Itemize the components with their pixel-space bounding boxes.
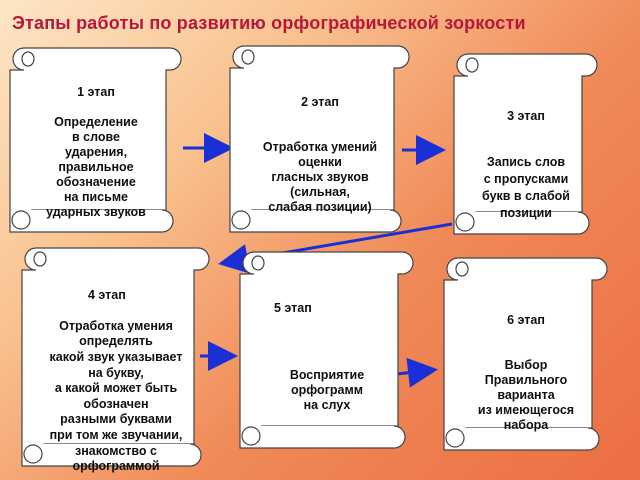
stage-6-scroll: 6 этап Выбор Правильного варианта из име… [436,254,616,454]
stage-3-content: 3 этап Запись слов с пропусками букв в с… [458,94,594,222]
arrow-5-to-6 [396,357,438,388]
stage-1-text: Определение в слове ударения, правильное… [46,115,146,219]
stage-4-label: 4 этап [88,287,126,302]
stage-6-label: 6 этап [507,313,545,327]
scroll-shape [453,53,598,235]
page-title: Этапы работы по развитию орфографической… [12,13,526,33]
stage-1-label: 1 этап [77,85,115,99]
scroll-shape [229,45,410,233]
stage-5-content: 5 этап Восприятие орфограмм на слух [244,286,410,413]
stage-4-content: 4 этап Отработка умения определять какой… [18,272,214,475]
scroll-shape [239,251,414,449]
stage-4-scroll: 4 этап Отработка умения определять какой… [14,244,218,473]
stage-3-scroll: 3 этап Запись слов с пропусками букв в с… [446,50,606,238]
stage-5-text: Восприятие орфограмм на слух [289,368,365,412]
scroll-shape [21,247,210,467]
stage-2-content: 2 этап Отработка умений оценки гласных з… [234,80,406,215]
scroll-shape [9,47,182,233]
stage-2-text: Отработка умений оценки гласных звуков (… [262,140,378,214]
stage-2-label: 2 этап [301,95,339,109]
stage-6-content: 6 этап Выбор Правильного варианта из име… [448,298,604,433]
stage-2-scroll: 2 этап Отработка умений оценки гласных з… [222,42,418,236]
stage-1-scroll: 1 этап Определение в слове ударения, пра… [2,44,190,236]
stage-3-text: Запись слов с пропусками букв в слабой п… [482,155,570,220]
stage-1-content: 1 этап Определение в слове ударения, пра… [14,70,178,220]
stage-6-text: Выбор Правильного варианта из имеющегося… [477,358,575,432]
stage-3-label: 3 этап [507,109,545,123]
stage-5-scroll: 5 этап Восприятие орфограмм на слух [232,248,422,452]
stage-4-text: Отработка умения определять какой звук у… [49,318,183,474]
scroll-shape [443,257,608,451]
stage-5-label: 5 этап [274,301,312,315]
